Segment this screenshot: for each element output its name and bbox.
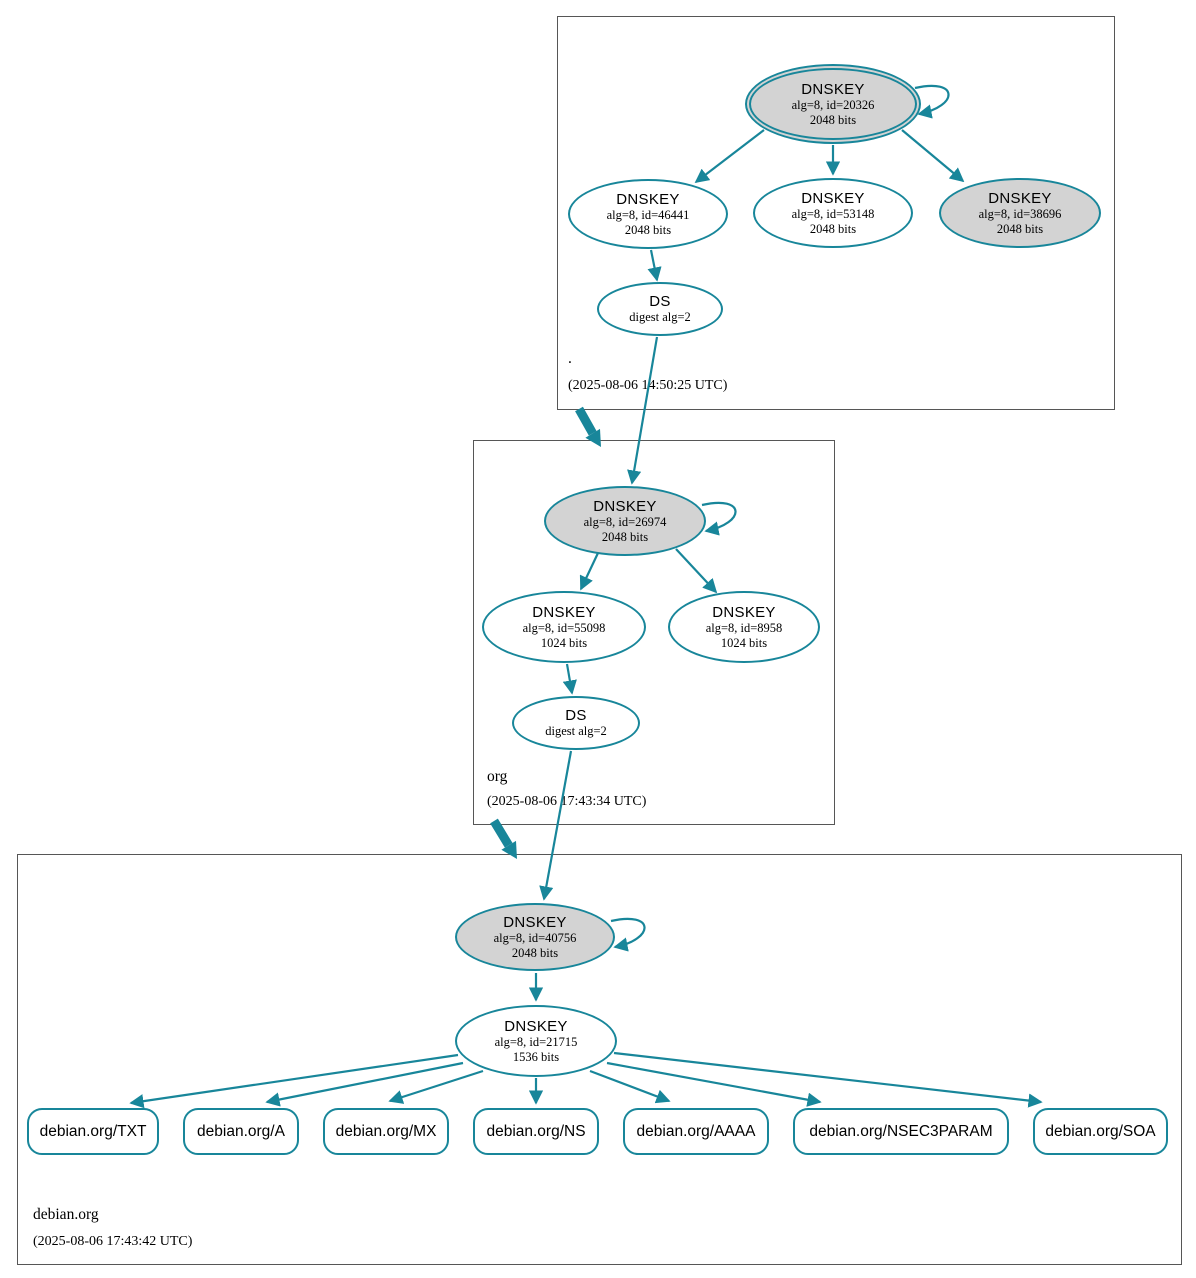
- node-bits: 2048 bits: [809, 112, 857, 127]
- zone-label-debian-org: debian.org: [33, 1206, 99, 1223]
- node-bits: 1024 bits: [540, 635, 588, 650]
- rrset-debian-org-txt: debian.org/TXT: [27, 1108, 159, 1155]
- node-bits: 2048 bits: [624, 222, 672, 237]
- node-alg-id: alg=8, id=21715: [494, 1034, 578, 1049]
- zone-timestamp-org: (2025-08-06 17:43:34 UTC): [487, 794, 647, 809]
- node-title: DNSKEY: [616, 190, 680, 208]
- rrset-debian-org-ns: debian.org/NS: [473, 1108, 599, 1155]
- node-title: DNSKEY: [801, 189, 865, 207]
- dnskey-node-26974-ksk: DNSKEY alg=8, id=26974 2048 bits: [544, 486, 706, 556]
- dnskey-node-20326-ksk: DNSKEY alg=8, id=20326 2048 bits: [745, 64, 921, 144]
- node-alg-id: alg=8, id=20326: [791, 97, 875, 112]
- dnskey-node-38696: DNSKEY alg=8, id=38696 2048 bits: [939, 178, 1101, 248]
- ds-node-org: DS digest alg=2: [512, 696, 640, 750]
- node-alg-id: alg=8, id=55098: [522, 620, 606, 635]
- node-title: DNSKEY: [504, 1017, 568, 1035]
- node-title: DNSKEY: [801, 80, 865, 98]
- rrset-debian-org-nsec3param: debian.org/NSEC3PARAM: [793, 1108, 1009, 1155]
- node-bits: 1536 bits: [512, 1049, 560, 1064]
- node-title: DS: [649, 293, 671, 310]
- rrset-debian-org-aaaa: debian.org/AAAA: [623, 1108, 769, 1155]
- zone-timestamp-debian-org: (2025-08-06 17:43:42 UTC): [33, 1234, 193, 1249]
- ds-node-root: DS digest alg=2: [597, 282, 723, 336]
- node-bits: 1024 bits: [720, 635, 768, 650]
- node-alg-id: alg=8, id=38696: [978, 206, 1062, 221]
- node-title: DS: [565, 707, 587, 724]
- dnskey-node-8958: DNSKEY alg=8, id=8958 1024 bits: [668, 591, 820, 663]
- node-title: DNSKEY: [593, 497, 657, 515]
- node-bits: 2048 bits: [601, 529, 649, 544]
- zone-transfer-arrow-root-org-shaft: [575, 406, 597, 436]
- node-bits: 2048 bits: [511, 945, 559, 960]
- zone-timestamp-root: (2025-08-06 14:50:25 UTC): [568, 378, 728, 393]
- rrset-debian-org-mx: debian.org/MX: [323, 1108, 449, 1155]
- node-title: DNSKEY: [503, 913, 567, 931]
- node-title: DNSKEY: [988, 189, 1052, 207]
- node-digest-alg: digest alg=2: [629, 310, 691, 324]
- dnskey-node-53148: DNSKEY alg=8, id=53148 2048 bits: [753, 178, 913, 248]
- node-alg-id: alg=8, id=53148: [791, 206, 875, 221]
- node-bits: 2048 bits: [809, 221, 857, 236]
- zone-label-root: .: [568, 350, 572, 367]
- node-alg-id: alg=8, id=26974: [583, 514, 667, 529]
- dnskey-node-46441: DNSKEY alg=8, id=46441 2048 bits: [568, 179, 728, 249]
- node-alg-id: alg=8, id=46441: [606, 207, 690, 222]
- rrset-debian-org-soa: debian.org/SOA: [1033, 1108, 1168, 1155]
- node-alg-id: alg=8, id=40756: [493, 930, 577, 945]
- node-alg-id: alg=8, id=8958: [705, 620, 783, 635]
- dnskey-node-21715: DNSKEY alg=8, id=21715 1536 bits: [455, 1005, 617, 1077]
- rrset-debian-org-a: debian.org/A: [183, 1108, 299, 1155]
- dnskey-node-55098: DNSKEY alg=8, id=55098 1024 bits: [482, 591, 646, 663]
- node-title: DNSKEY: [532, 603, 596, 621]
- node-digest-alg: digest alg=2: [545, 724, 607, 738]
- node-bits: 2048 bits: [996, 221, 1044, 236]
- dnskey-node-40756-ksk: DNSKEY alg=8, id=40756 2048 bits: [455, 903, 615, 971]
- zone-label-org: org: [487, 768, 508, 785]
- node-title: DNSKEY: [712, 603, 776, 621]
